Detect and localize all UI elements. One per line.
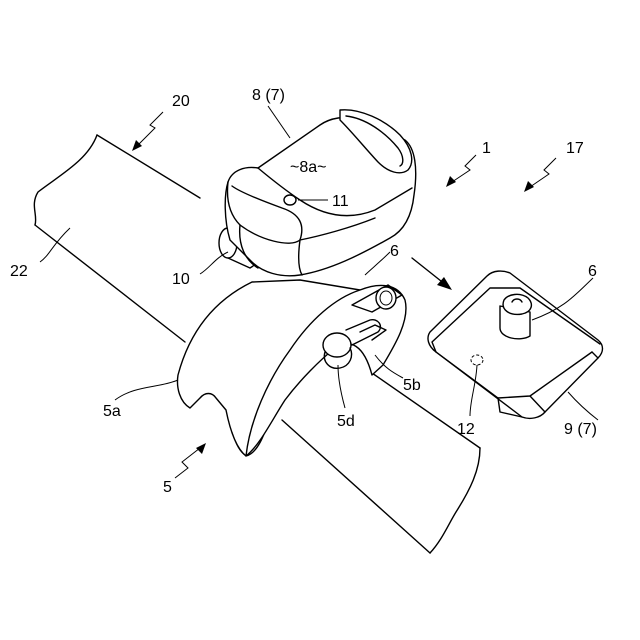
label-5b: 5b [403,377,421,394]
label-5: 5 [163,479,172,496]
label-8a: ~8a~ [290,159,326,176]
label-10: 10 [172,271,190,288]
label-20: 20 [172,93,190,110]
label-11: 11 [332,193,349,210]
label-5d: 5d [337,413,355,430]
label-5a: 5a [103,403,121,420]
label-9-7: 9 (7) [564,421,597,438]
label-6-mount: 6 [588,263,597,280]
device-8 [225,110,416,276]
mount-9 [428,271,603,418]
assembly-arrow [412,258,452,290]
label-22: 22 [10,263,28,280]
label-1: 1 [482,140,491,157]
label-6-device: 6 [390,243,399,260]
label-8-7: 8 (7) [252,87,285,104]
label-12: 12 [457,421,475,438]
label-17: 17 [566,140,584,157]
